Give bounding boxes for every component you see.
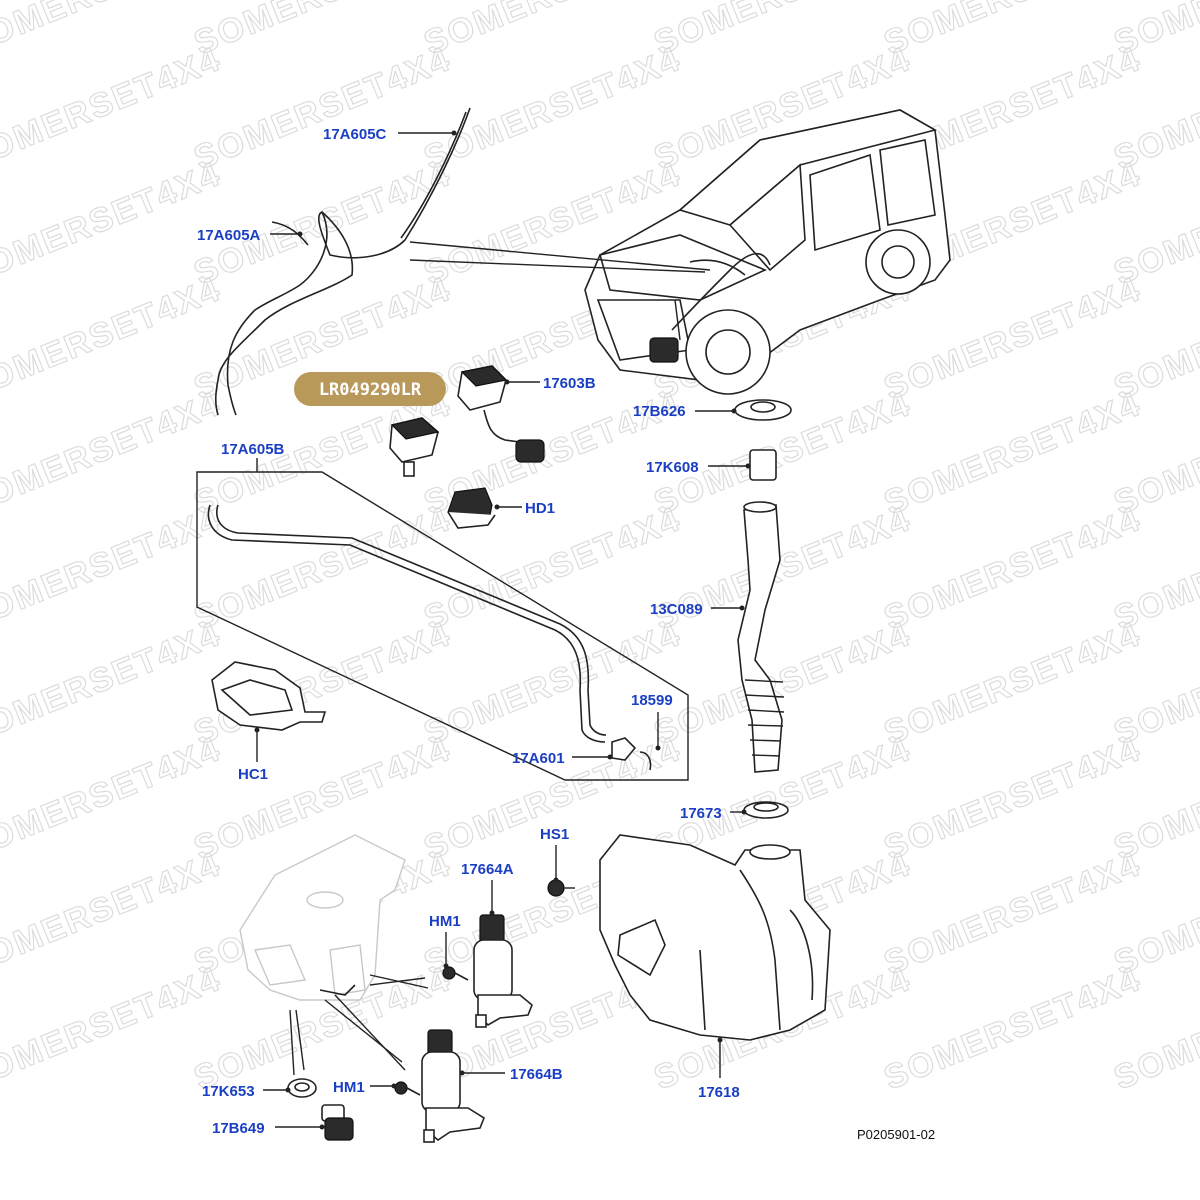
watermark-text: SOMERSET4X4: [649, 615, 917, 753]
watermark-text: SOMERSET4X4: [0, 730, 226, 868]
watermark-text: SOMERSET4X4: [189, 155, 457, 293]
watermark-text: SOMERSET4X4: [0, 155, 226, 293]
watermark-text: SOMERSET4X4: [879, 845, 1147, 983]
watermark-text: SOMERSET4X4: [419, 40, 687, 178]
callout-17A605A[interactable]: 17A605A: [197, 227, 261, 244]
washer-jet-lr049290lr: [389, 417, 440, 477]
grommet-hm1-bottom: [394, 1081, 421, 1096]
watermark-layer: SOMERSET4X4SOMERSET4X4SOMERSET4X4SOMERSE…: [0, 0, 1200, 1098]
watermark-text: SOMERSET4X4: [189, 730, 457, 868]
fog-lamp-icon: [649, 337, 679, 363]
screw-hs1: [547, 879, 575, 897]
watermark-text: SOMERSET4X4: [0, 615, 226, 753]
sensor-17B649: [321, 1104, 354, 1141]
heater-hd1: [447, 487, 496, 529]
vehicle-illustration: [584, 109, 951, 395]
highlight-badge[interactable]: LR049290LR: [294, 372, 446, 406]
callout-labels: 17A605C 17A605A 17603B 17B626 17K608 17A…: [197, 126, 740, 1137]
hose-assembly-17A605B: [196, 471, 689, 781]
watermark-text: SOMERSET4X4: [0, 385, 226, 523]
callout-HM1-top[interactable]: HM1: [429, 913, 461, 930]
washer-pump-17664A: [473, 914, 533, 1028]
washer-pump-17664B: [421, 1029, 485, 1143]
callout-17A605C[interactable]: 17A605C: [323, 126, 387, 143]
callout-17603B[interactable]: 17603B: [543, 375, 596, 392]
callout-17A601[interactable]: 17A601: [512, 750, 565, 767]
callout-HM1-bottom[interactable]: HM1: [333, 1079, 365, 1096]
washer-jet-17603B: [457, 365, 545, 463]
washer-reservoir-17618: [599, 834, 831, 1041]
callout-HC1[interactable]: HC1: [238, 766, 268, 783]
part-number-badge-label: LR049290LR: [319, 380, 422, 400]
diagram-reference-code: P0205901-02: [857, 1127, 935, 1142]
callout-17664B[interactable]: 17664B: [510, 1066, 563, 1083]
watermark-text: SOMERSET4X4: [879, 270, 1147, 408]
callout-17B649[interactable]: 17B649: [212, 1120, 265, 1137]
callout-17618[interactable]: 17618: [698, 1084, 740, 1101]
watermark-text: SOMERSET4X4: [879, 615, 1147, 753]
watermark-text: SOMERSET4X4: [0, 845, 226, 983]
washer-hose-harness: [214, 107, 471, 416]
callout-17A605B[interactable]: 17A605B: [221, 441, 285, 458]
watermark-text: SOMERSET4X4: [419, 615, 687, 753]
filler-neck-13C089: [734, 399, 792, 819]
callout-17673[interactable]: 17673: [680, 805, 722, 822]
watermark-text: SOMERSET4X4: [189, 500, 457, 638]
reservoir-ghost-view: [239, 834, 406, 1001]
callout-17K653[interactable]: 17K653: [202, 1083, 255, 1100]
callout-18599[interactable]: 18599: [631, 692, 673, 709]
watermark-text: SOMERSET4X4: [0, 500, 226, 638]
leader-lines: [254, 130, 751, 1130]
callout-17664A[interactable]: 17664A: [461, 861, 514, 878]
grommet-hm1-top: [442, 966, 469, 981]
watermark-text: SOMERSET4X4: [0, 40, 226, 178]
watermark-text: SOMERSET4X4: [0, 960, 226, 1098]
seal-17K653: [287, 1078, 317, 1098]
callout-17K608[interactable]: 17K608: [646, 459, 699, 476]
watermark-text: SOMERSET4X4: [879, 500, 1147, 638]
watermark-text: SOMERSET4X4: [0, 270, 226, 408]
callout-HD1[interactable]: HD1: [525, 500, 555, 517]
callout-17B626[interactable]: 17B626: [633, 403, 686, 420]
cover-hc1: [211, 661, 327, 731]
watermark-text: SOMERSET4X4: [189, 40, 457, 178]
watermark-text: SOMERSET4X4: [879, 960, 1147, 1098]
callout-13C089[interactable]: 13C089: [650, 601, 703, 618]
watermark-text: SOMERSET4X4: [879, 385, 1147, 523]
watermark-text: SOMERSET4X4: [879, 730, 1147, 868]
callout-HS1[interactable]: HS1: [540, 826, 569, 843]
